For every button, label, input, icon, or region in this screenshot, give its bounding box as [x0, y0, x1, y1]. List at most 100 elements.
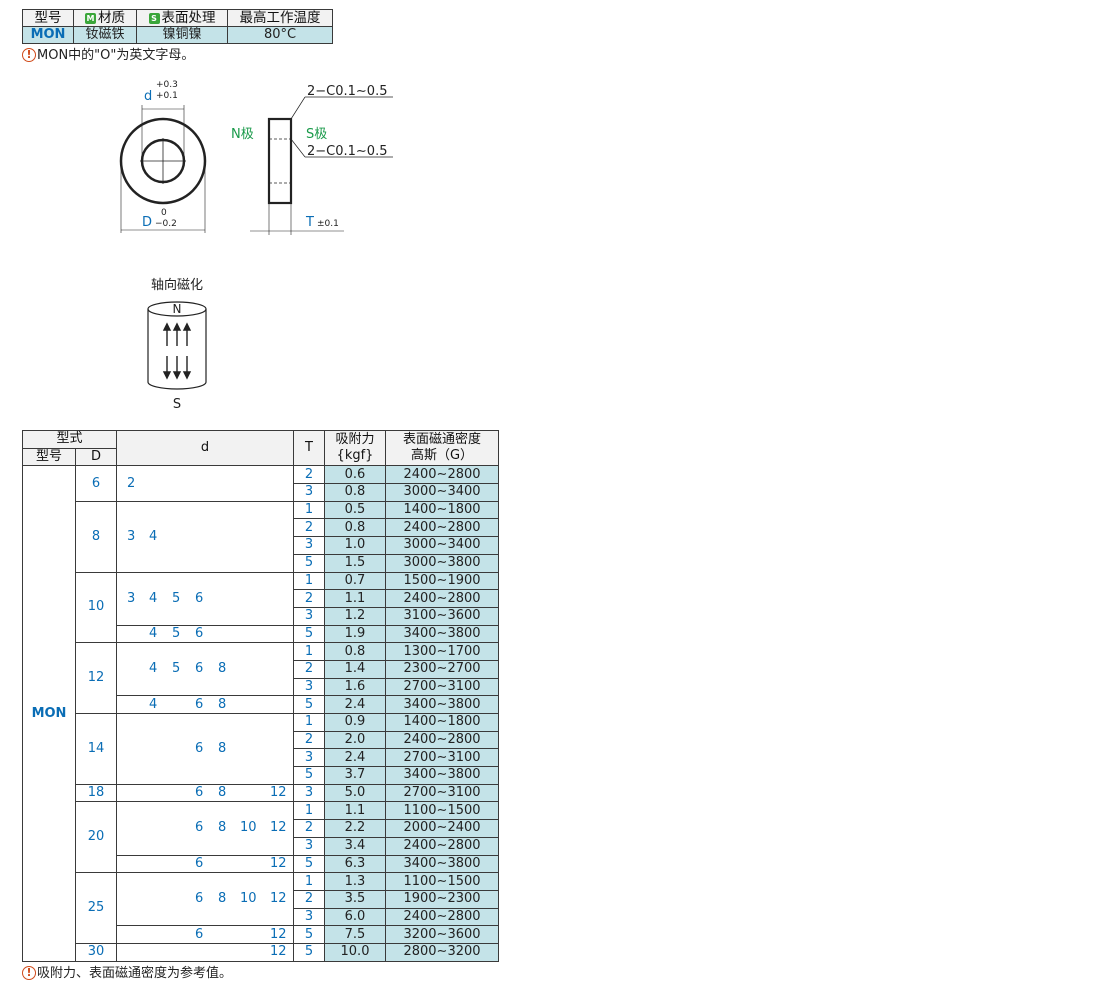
d-value: 12 [270, 926, 287, 942]
T-cell: 3 [293, 907, 325, 927]
d-label: d [144, 89, 152, 104]
density-cell: 2700∼3100 [385, 748, 499, 768]
d-value: 12 [270, 944, 287, 960]
header-D: D [75, 447, 117, 467]
header-group: 型式 [22, 430, 117, 449]
d-value: 8 [218, 820, 227, 836]
note-top: !MON中的"O"为英文字母。 [22, 44, 194, 63]
T-cell: 1 [293, 571, 325, 591]
T-cell: 5 [293, 854, 325, 874]
ring-side-view [267, 117, 293, 205]
note-marker-icon: ! [22, 48, 36, 62]
force-cell: 1.9 [324, 624, 386, 644]
force-cell: 2.4 [324, 695, 386, 714]
T-cell: 1 [293, 713, 325, 732]
density-cell: 1400∼1800 [385, 713, 499, 732]
density-cell: 2700∼3100 [385, 677, 499, 697]
d-value: 8 [218, 785, 227, 801]
D-cell: 10 [75, 571, 117, 644]
density-cell: 3400∼3800 [385, 854, 499, 874]
d-value: 6 [195, 740, 204, 756]
header-model: 型号 [22, 447, 76, 467]
D-cell: 6 [75, 465, 117, 502]
d-value: 4 [149, 625, 158, 641]
note-bottom: !吸附力、表面磁通密度为参考值。 [22, 962, 232, 981]
d-cell: 12 [116, 942, 294, 962]
d-value: 6 [195, 785, 204, 801]
magnet-n-label: N [173, 302, 182, 316]
force-cell: 0.8 [324, 642, 386, 661]
force-cell: 1.1 [324, 801, 386, 821]
d-value: 12 [270, 855, 287, 871]
spec-material: 钕磁铁 [73, 26, 137, 44]
density-cell: 3400∼3800 [385, 766, 499, 785]
d-value: 6 [195, 590, 204, 606]
chamfer-top-label: 2−C0.1∼0.5 [307, 84, 387, 99]
density-cell: 2400∼2800 [385, 836, 499, 856]
d-value: 6 [195, 891, 204, 907]
T-cell: 3 [293, 483, 325, 502]
T-cell: 5 [293, 766, 325, 785]
T-tol: ±0.1 [317, 219, 339, 229]
T-cell: 2 [293, 465, 325, 485]
T-cell: 3 [293, 783, 325, 803]
T-cell: 1 [293, 872, 325, 891]
D-cell: 8 [75, 500, 117, 573]
d-value: 12 [270, 820, 287, 836]
density-cell: 3100∼3600 [385, 606, 499, 626]
d-value: 2 [127, 475, 136, 491]
force-cell: 6.3 [324, 854, 386, 874]
density-cell: 3200∼3600 [385, 925, 499, 944]
density-cell: 1500∼1900 [385, 571, 499, 591]
force-cell: 0.8 [324, 518, 386, 538]
magnetization-drawing: 轴向磁化 N S [147, 277, 207, 412]
T-cell: 5 [293, 695, 325, 714]
T-cell: 2 [293, 518, 325, 538]
density-cell: 2800∼3200 [385, 942, 499, 962]
density-cell: 2400∼2800 [385, 465, 499, 485]
header-d: d [116, 429, 294, 467]
D-cell: 18 [75, 783, 117, 803]
T-cell: 5 [293, 553, 325, 573]
d-value: 10 [240, 820, 257, 836]
d-value: 6 [195, 625, 204, 641]
T-cell: 3 [293, 836, 325, 856]
ring-drawing: d +0.3 +0.1 D 0 −0.2 N极 S极 2−C0.1∼0.5 2−… [119, 80, 393, 235]
D-tol-upper: 0 [161, 208, 167, 218]
D-label: D [142, 215, 152, 230]
T-label: T [305, 215, 314, 230]
density-cell: 3000∼3400 [385, 483, 499, 502]
magnet-s-label: S [173, 397, 181, 412]
T-cell: 3 [293, 536, 325, 555]
force-cell: 0.9 [324, 713, 386, 732]
density-cell: 1900∼2300 [385, 889, 499, 909]
d-tol-lower: +0.1 [156, 91, 178, 101]
d-value: 8 [218, 661, 227, 677]
header-force: 吸附力{kgf} [324, 429, 386, 467]
header-T: T [293, 429, 325, 467]
d-value: 5 [172, 661, 181, 677]
density-cell: 2400∼2800 [385, 730, 499, 750]
force-cell: 1.0 [324, 536, 386, 555]
